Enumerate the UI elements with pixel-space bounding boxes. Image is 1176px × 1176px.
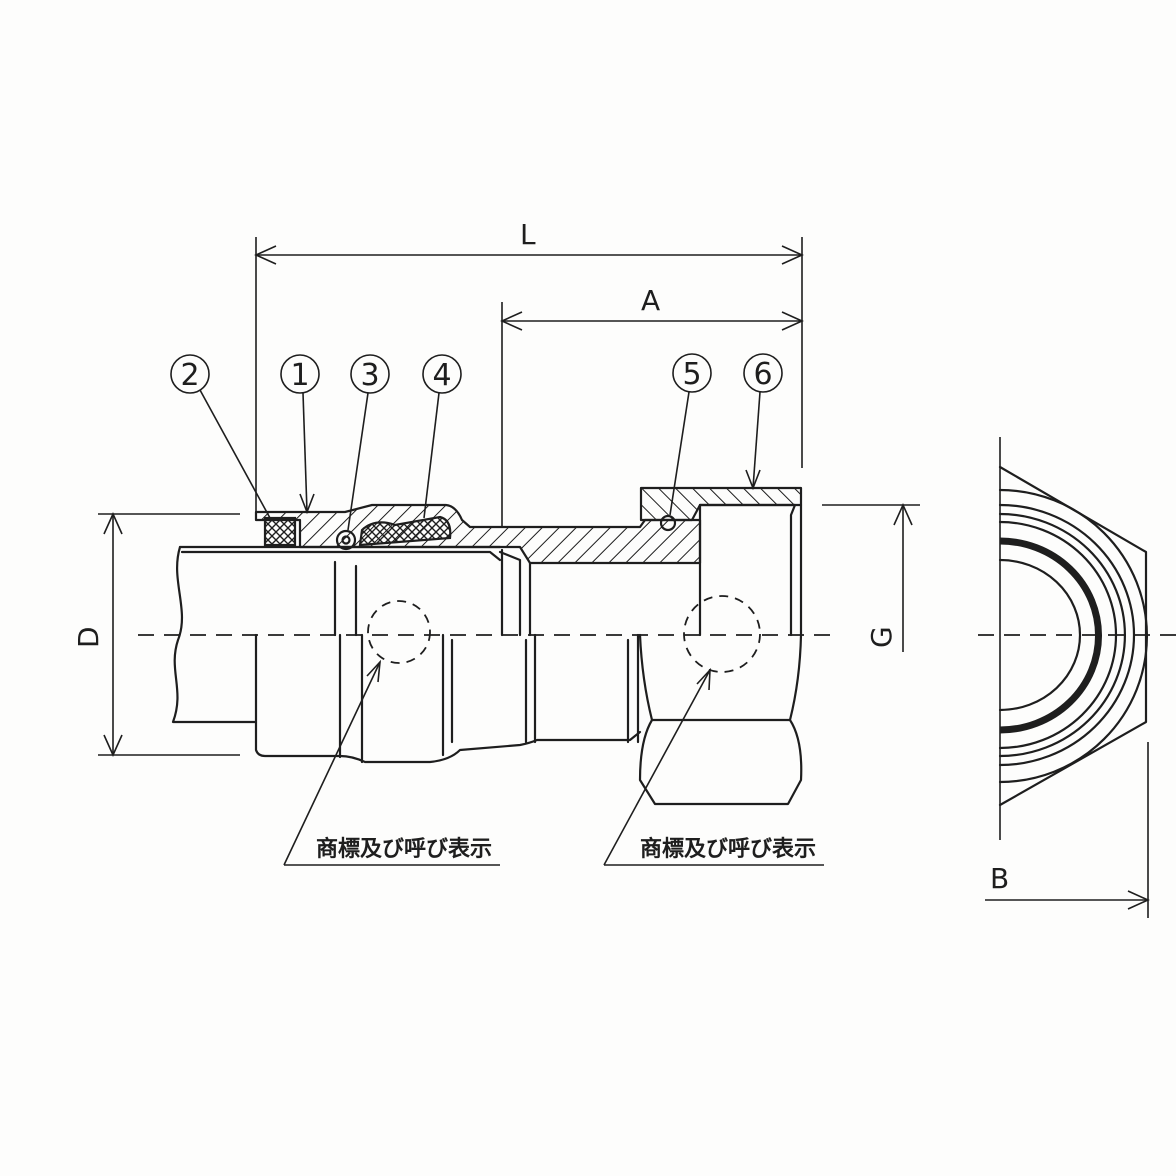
svg-text:商標及び呼び表示: 商標及び呼び表示 [316, 836, 492, 862]
balloon-5: 5 [669, 353, 712, 516]
dimension-g-label: G [865, 626, 898, 648]
balloon-3: 3 [347, 354, 390, 531]
balloon-6: 6 [743, 353, 783, 491]
o-ring-5 [659, 514, 677, 532]
svg-text:4: 4 [432, 358, 451, 393]
dimension-a-label: A [641, 284, 660, 317]
svg-text:3: 3 [360, 358, 379, 393]
balloon-4: 4 [422, 354, 462, 519]
balloon-1: 1 [280, 354, 320, 515]
dimension-l: L [254, 218, 804, 512]
marking-circle-nut [683, 595, 761, 673]
end-view: B [978, 437, 1176, 918]
seal-4 [358, 515, 452, 547]
dimension-g: G [822, 503, 920, 652]
retaining-ring-3 [335, 529, 357, 551]
balloon-2: 2 [170, 354, 271, 519]
svg-text:商標及び呼び表示: 商標及び呼び表示 [640, 836, 816, 862]
nut-section [639, 486, 803, 637]
svg-text:6: 6 [753, 357, 772, 392]
svg-text:5: 5 [682, 357, 701, 392]
dimension-a: A [500, 284, 804, 528]
dimension-d-label: D [72, 626, 105, 648]
marking-circle-body [367, 600, 431, 664]
dimension-l-label: L [520, 218, 536, 251]
seal-ring-2 [263, 516, 297, 547]
svg-text:2: 2 [180, 358, 199, 393]
annotation-nut-marking: 商標及び呼び表示 [603, 667, 824, 866]
dimension-b-label: B [990, 862, 1009, 895]
dimension-d: D [72, 512, 240, 757]
nut-hex [638, 633, 803, 806]
body-section [254, 503, 702, 637]
body-outer [254, 561, 642, 764]
annotation-body-marking: 商標及び呼び表示 [283, 659, 500, 866]
svg-text:1: 1 [290, 358, 309, 393]
